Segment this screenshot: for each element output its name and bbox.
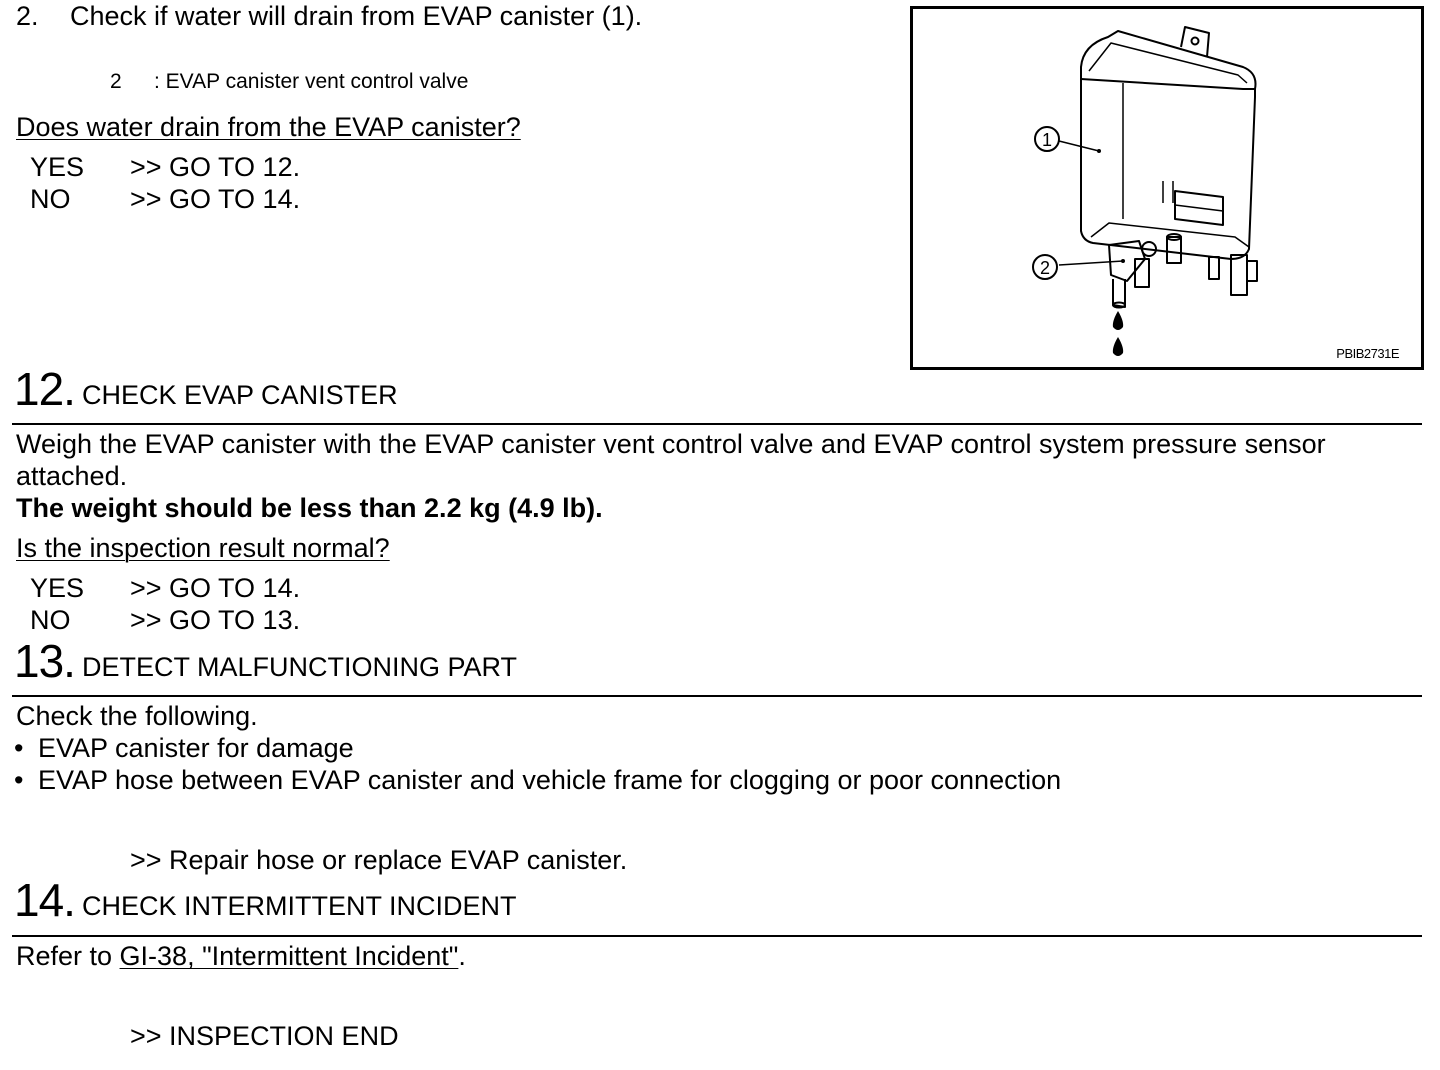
section-13-number: 13.: [14, 635, 76, 687]
section-12-question: Is the inspection result normal?: [16, 533, 390, 563]
refer-prefix: Refer to: [16, 941, 120, 971]
section-14-action: >> INSPECTION END: [130, 1021, 399, 1051]
section-14-title: CHECK INTERMITTENT INCIDENT: [82, 891, 517, 921]
bullet: •: [14, 733, 24, 763]
section-13-divider: [12, 695, 1422, 697]
evap-canister-figure: 1 2 PBIB2731E: [910, 6, 1424, 370]
answer-no-action: >> GO TO 14.: [130, 184, 301, 214]
answer-yes-action: >> GO TO 12.: [130, 152, 301, 182]
answer-yes-label: YES: [30, 152, 85, 182]
refer-line: Refer to GI-38, "Intermittent Incident".: [16, 940, 466, 972]
answer-no-label: NO: [30, 605, 71, 635]
section-12-title: CHECK EVAP CANISTER: [82, 380, 398, 410]
answer-yes-action: >> GO TO 14.: [130, 573, 301, 603]
section-13-title: DETECT MALFUNCTIONING PART: [82, 652, 518, 682]
section-12-number: 12.: [14, 363, 76, 415]
list-item: EVAP hose between EVAP canister and vehi…: [38, 765, 1062, 795]
step2-question: Does water drain from the EVAP canister?: [16, 112, 521, 142]
figure-code: PBIB2731E: [1336, 346, 1399, 361]
list-item: EVAP canister for damage: [38, 733, 354, 763]
bullet: •: [14, 765, 24, 795]
step-number: 2.: [16, 1, 39, 31]
section-14-divider: [12, 935, 1422, 937]
gi-38-reference-link[interactable]: GI-38, "Intermittent Incident": [119, 941, 459, 971]
evap-canister-illustration: 1 2: [1032, 26, 1258, 356]
answer-yes-label: YES: [30, 573, 85, 603]
section-12-spec: The weight should be less than 2.2 kg (4…: [16, 493, 603, 523]
figure-callout-2: 2: [1040, 258, 1050, 278]
section-12-divider: [12, 423, 1422, 425]
section-13-intro: Check the following.: [16, 701, 258, 731]
figure-callout-1: 1: [1042, 130, 1052, 150]
section-12-line2: attached.: [16, 461, 128, 491]
step-text: Check if water will drain from EVAP cani…: [70, 1, 643, 31]
section-12-line1: Weigh the EVAP canister with the EVAP ca…: [16, 429, 1326, 459]
callout-description: : EVAP canister vent control valve: [154, 70, 469, 93]
callout-number: 2: [110, 70, 122, 93]
section-13-action: >> Repair hose or replace EVAP canister.: [130, 845, 628, 875]
refer-suffix: .: [458, 941, 466, 971]
section-14-number: 14.: [14, 874, 76, 926]
answer-no-label: NO: [30, 184, 71, 214]
answer-no-action: >> GO TO 13.: [130, 605, 301, 635]
